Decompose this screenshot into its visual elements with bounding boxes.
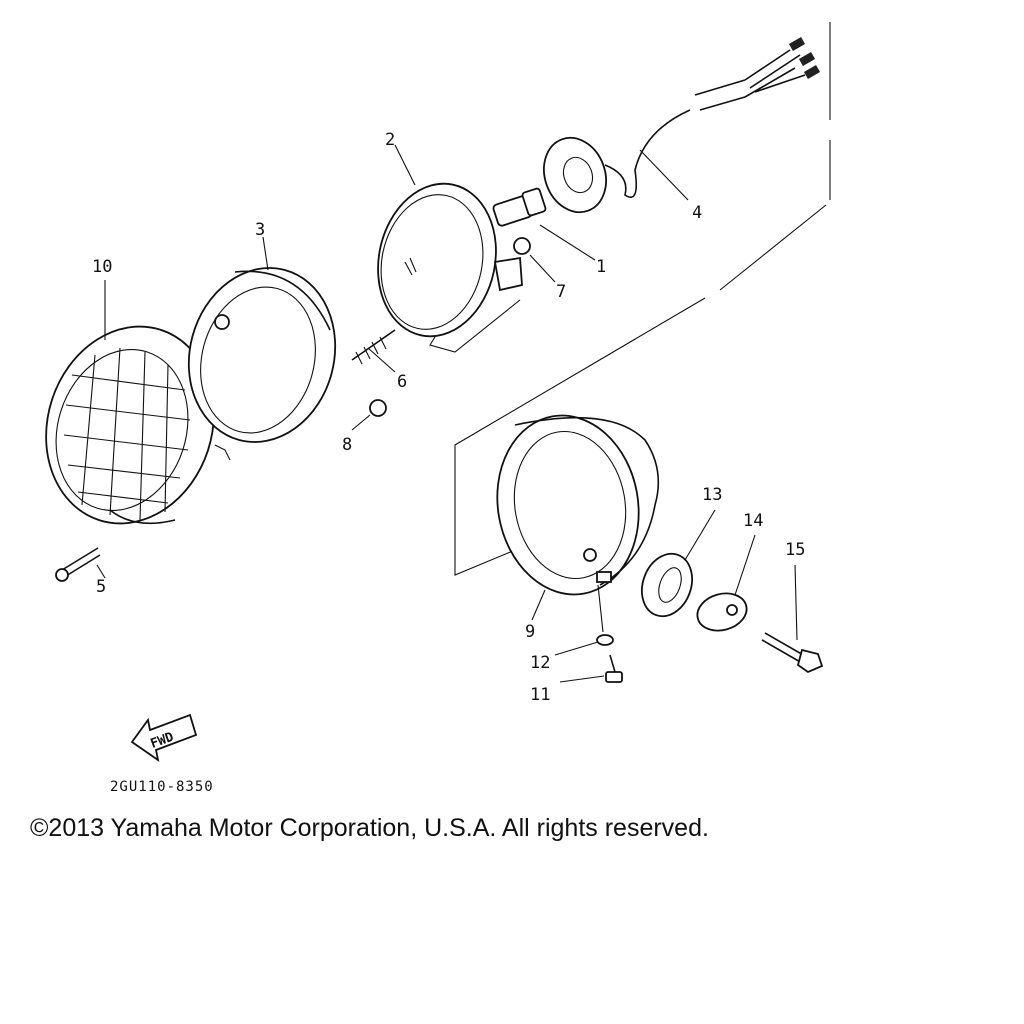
part-2-sealed-beam [377, 182, 523, 338]
drawing-code: 2GU110-8350 [110, 779, 214, 795]
callout-14: 14 [743, 511, 763, 531]
callout-2: 2 [385, 130, 395, 150]
callout-labels: 1 2 3 4 5 6 7 8 9 10 11 12 13 14 15 [92, 130, 805, 705]
callout-8: 8 [342, 435, 352, 455]
part-6-adjust-screw [351, 329, 396, 365]
callout-7: 7 [556, 282, 566, 302]
fwd-arrow: FWD [130, 713, 198, 763]
part-4-socket-harness [543, 37, 821, 214]
part-15-bolt [761, 632, 824, 674]
leader-lines [96, 144, 798, 683]
part-8-screw [369, 399, 387, 417]
part-10-grille-guard [45, 325, 215, 525]
part-7-nut [513, 237, 531, 255]
copyright-notice: ©2013 Yamaha Motor Corporation, U.S.A. A… [30, 814, 709, 842]
part-1-bulb [492, 187, 547, 227]
part-12-washer [596, 634, 614, 646]
part-3-rim [187, 267, 337, 443]
callout-10: 10 [92, 257, 112, 277]
callout-3: 3 [255, 220, 265, 240]
callout-6: 6 [397, 372, 407, 392]
part-11-screw [605, 654, 623, 683]
exploded-headlight-diagram: 1 2 3 4 5 6 7 8 9 10 11 12 13 14 15 FWD … [45, 22, 831, 795]
callout-4: 4 [692, 203, 702, 223]
callout-9: 9 [525, 622, 535, 642]
callout-13: 13 [702, 485, 722, 505]
part-5-screw [55, 547, 101, 582]
callout-1: 1 [596, 257, 606, 277]
callout-5: 5 [96, 577, 106, 597]
callout-12: 12 [530, 653, 550, 673]
part-9-housing [496, 414, 660, 596]
callout-15: 15 [785, 540, 805, 560]
callout-11: 11 [530, 685, 550, 705]
part-13-grommet [641, 552, 693, 618]
part-14-cover [696, 592, 748, 632]
